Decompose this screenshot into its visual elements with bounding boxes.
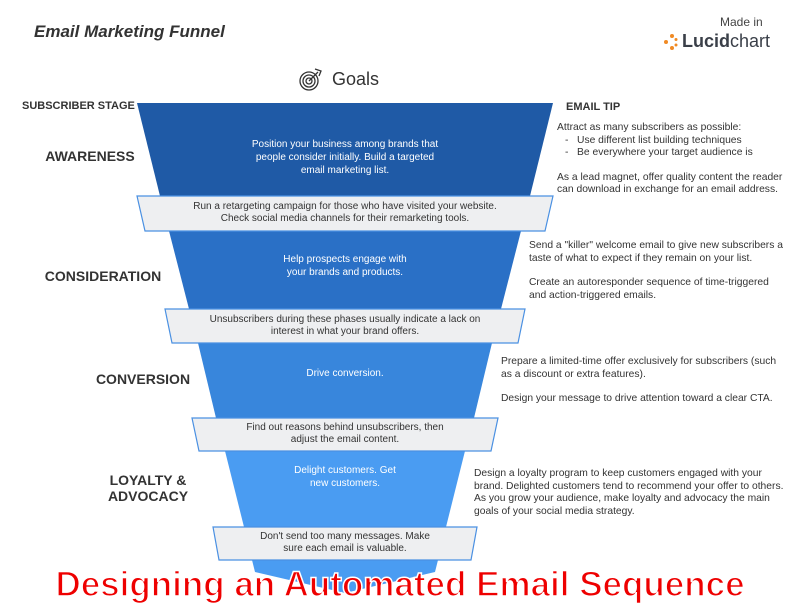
tip-line: - Use different list building techniques (565, 134, 742, 146)
diagram-title: Email Marketing Funnel (34, 22, 225, 41)
tip-band-1 (136, 195, 554, 232)
band-text-4: Don't send too many messages. Make sure … (260, 531, 430, 554)
goal-conversion: Drive conversion. (306, 368, 384, 379)
stage-label-awareness: AWARENESS (45, 148, 135, 164)
goal-awareness: Position your business among brands that… (251, 139, 439, 176)
funnel-segment-consideration (169, 231, 521, 309)
tip-loyalty: Design a loyalty program to keep custome… (474, 468, 784, 518)
tip-conversion: Prepare a limited-time offer exclusively… (501, 356, 786, 406)
lucid-logo-icon (664, 33, 678, 50)
tip-line: Attract as many subscribers as possible: (557, 122, 742, 133)
tip-band-3 (191, 417, 499, 452)
tip-line: Design a loyalty program to keep custome… (474, 468, 784, 517)
funnel-segment-awareness (137, 103, 553, 196)
email-tip-header: EMAIL TIP (566, 101, 621, 113)
funnel-segment-loyalty (225, 451, 465, 527)
goals-label: Goals (332, 68, 380, 89)
tip-line: - Be everywhere your target audience is (565, 147, 753, 158)
stage-label-consideration: CONSIDERATION (44, 268, 162, 284)
logo-text-bold: Lucid (682, 31, 730, 51)
subscriber-stage-header: SUBSCRIBER STAGE (22, 100, 135, 112)
funnel-arrow-tip (252, 560, 438, 593)
goal-consideration: Help prospects engage with your brands a… (283, 254, 407, 278)
tip-band-4 (212, 526, 478, 561)
tip-band-2 (164, 308, 526, 344)
logo-text-light: chart (730, 31, 771, 51)
band-text-3: Find out reasons behind unsubscribers, t… (246, 422, 444, 445)
stage-label-loyalty: LOYALTY & ADVOCACY (107, 472, 189, 504)
tip-consideration: Send a "killer" welcome email to give ne… (529, 240, 784, 302)
tip-line: Send a "killer" welcome email to give ne… (529, 240, 783, 264)
tip-line: As a lead magnet, offer quality content … (557, 171, 783, 196)
goals-heading: Goals (298, 66, 379, 92)
tip-line: Prepare a limited-time offer exclusively… (501, 356, 777, 380)
band-text-2: Unsubscribers during these phases usuall… (209, 314, 481, 337)
funnel-segment-conversion (198, 343, 492, 418)
target-icon (299, 68, 322, 91)
tip-awareness: Attract as many subscribers as possible:… (557, 122, 797, 197)
lucidchart-logo: Lucidchart (662, 31, 770, 52)
goal-loyalty: Delight customers. Get new customers. (294, 465, 396, 489)
made-in-label: Made in (720, 15, 763, 29)
stage-label-conversion: CONVERSION (95, 371, 191, 387)
tip-line: Create an autoresponder sequence of time… (529, 277, 769, 301)
band-text-1: Run a retargeting campaign for those who… (193, 201, 497, 224)
overlay-title: Designing an Automated Email Sequence (55, 564, 746, 605)
tip-line: Design your message to drive attention t… (501, 393, 773, 404)
